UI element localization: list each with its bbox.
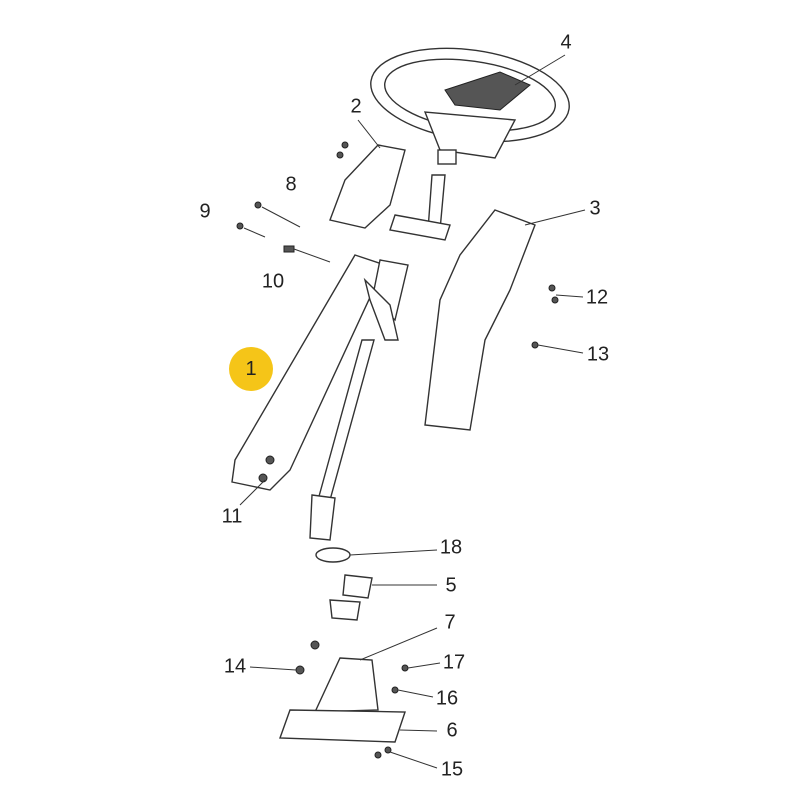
part-label-9[interactable]: 9 (199, 200, 211, 223)
part-steering-wheel[interactable] (365, 37, 576, 165)
part-label-14[interactable]: 14 (223, 655, 247, 678)
part-rubber-boot[interactable] (313, 657, 379, 713)
part-label-8[interactable]: 8 (285, 173, 297, 196)
part-label-6[interactable]: 6 (446, 719, 458, 742)
part-mounting-plate[interactable] (279, 709, 406, 743)
part-seal-ring[interactable] (315, 547, 351, 563)
part-label-4[interactable]: 4 (560, 31, 572, 54)
fasteners (236, 201, 559, 483)
part-label-12[interactable]: 12 (585, 286, 609, 309)
part-label-16[interactable]: 16 (435, 687, 459, 710)
highlighted-part-callout-1[interactable]: 1 (229, 347, 273, 391)
leader-lines (239, 54, 586, 769)
part-bushing[interactable] (342, 574, 373, 599)
part-label-7[interactable]: 7 (444, 611, 456, 634)
part-label-2[interactable]: 2 (350, 95, 362, 118)
part-label-10[interactable]: 10 (261, 270, 285, 293)
part-lower-cover[interactable] (424, 209, 536, 431)
part-label-3[interactable]: 3 (589, 197, 601, 220)
part-label-13[interactable]: 13 (586, 343, 610, 366)
part-label-15[interactable]: 15 (440, 758, 464, 781)
part-label-11[interactable]: 11 (221, 505, 243, 528)
part-upper-cover[interactable] (329, 144, 406, 229)
part-label-5[interactable]: 5 (445, 574, 457, 597)
part-label-18[interactable]: 18 (439, 536, 463, 559)
part-label-17[interactable]: 17 (442, 651, 466, 674)
